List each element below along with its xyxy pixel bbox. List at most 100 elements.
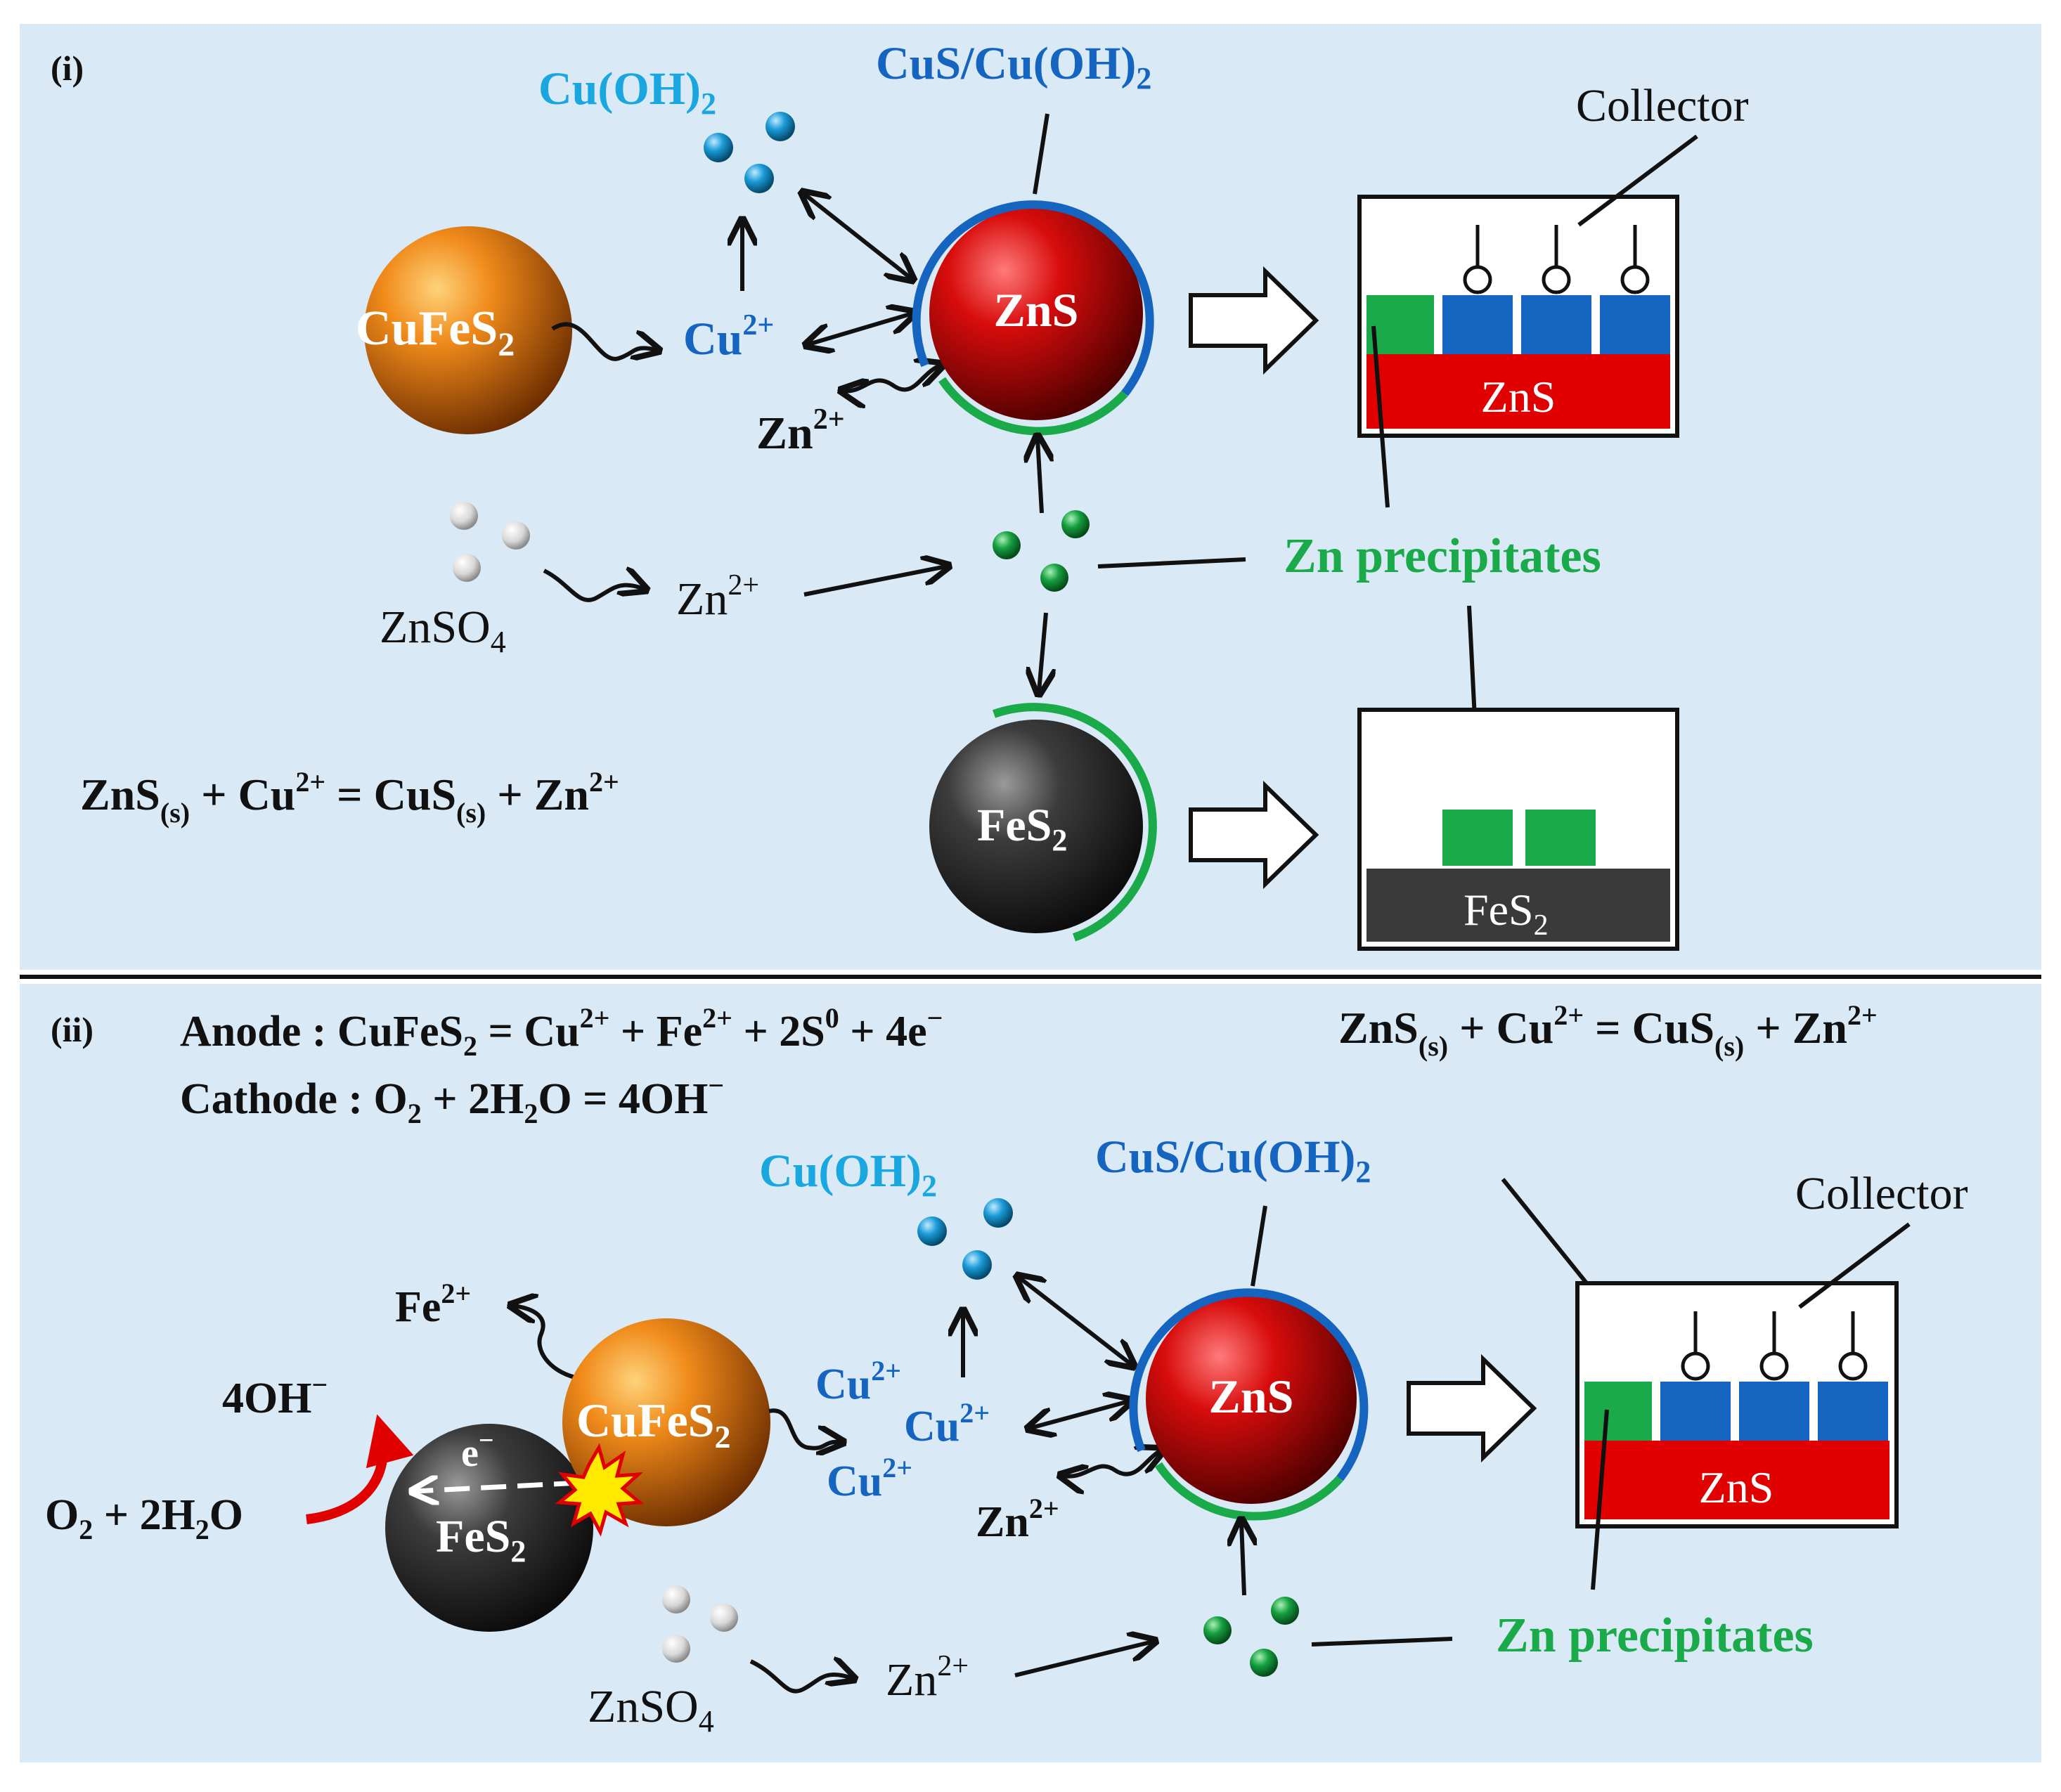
cus-cuoh2-label-ii: CuS/Cu(OH)2 [1095,1131,1371,1189]
precip-leader [1591,1409,1609,1590]
double-arrow [1030,1401,1129,1428]
arrow-up [1038,439,1042,514]
box-label-ii: ZnS [1699,1462,1774,1512]
panel-i-label: (i) [51,48,84,88]
collector-block [1818,1382,1888,1441]
collector-label: Collector [1576,80,1749,131]
znso4-dot [450,502,478,530]
collector-label-ii: Collector [1795,1168,1968,1219]
collector-head [1463,265,1492,294]
zn-precipitate-dot [1250,1649,1278,1677]
znso4-dot [453,554,481,582]
spark-icon [555,1443,645,1537]
cuoh2-dot [704,133,733,162]
zn-precipitate-dot [1061,510,1090,538]
electron-label: e− [461,1426,494,1475]
cuoh2-label-ii: Cu(OH)2 [759,1145,937,1203]
collector-leader [1798,1222,1911,1309]
cus-coating-arc [912,200,1154,396]
zn-precipitate-dot [1271,1597,1299,1625]
cu-ion-label-a: Cu2+ [815,1355,901,1408]
wavy-arrow [768,1408,841,1448]
fe-ion-label: Fe2+ [395,1278,471,1331]
cuoh2-dot [917,1216,947,1246]
fes2-sphere [929,720,1143,933]
double-arrow [804,194,911,278]
zn-precipitate-dot [993,531,1021,559]
cuoh2-label: Cu(OH)2 [538,63,716,121]
zn-precipitate-block [1442,810,1513,866]
cus-coating-arc [1129,1288,1369,1481]
zns-label: ZnS [994,283,1079,337]
collector-block [1600,295,1670,354]
panel-ii-equation: ZnS(s) + Cu2+ = CuS(s) + Zn2+ [1338,999,1878,1062]
collector-block [1660,1382,1731,1441]
zn-precipitate-block [1525,810,1596,866]
collector-head [1620,265,1650,294]
collector-head [1681,1351,1710,1381]
wavy-double-arrow [844,365,941,391]
panel-ii-label: (ii) [51,1010,93,1049]
collector-leader [1577,134,1698,227]
process-arrow [1189,780,1319,890]
zn-ion-label-2-ii: Zn2+ [886,1650,969,1706]
wavy-arrow [513,1306,576,1379]
znso4-dot [662,1585,690,1614]
collector-head [1838,1351,1868,1381]
collector-block [1521,295,1591,354]
electron-transfer-arrow [415,1483,580,1491]
wavy-arrow [543,571,644,602]
cuoh2-dot [962,1250,992,1280]
box2-label: FeS2 [1464,885,1549,942]
arrow-down [1039,612,1046,692]
o2-label: O2 + 2H2O [45,1491,243,1545]
box1-label: ZnS [1481,372,1556,422]
zns-sphere-ii [1146,1293,1357,1504]
zn-precipitates-label-ii: Zn precipitates [1496,1609,1814,1663]
zn-precipitate-block [1584,1382,1652,1441]
process-arrow [1189,266,1319,375]
znso4-label-ii: ZnSO4 [588,1681,714,1739]
zn-ion-label-2: Zn2+ [676,569,759,625]
znso4-dot [710,1604,738,1632]
process-arrow [1407,1353,1537,1463]
zn-precipitate-arc [938,377,1128,436]
znso4-dot [502,521,530,550]
wavy-arrow [749,1661,852,1694]
zn-precipitate-dot [1040,564,1068,592]
zns-label-ii: ZnS [1209,1370,1294,1423]
collector-block [1442,295,1513,354]
zn-precipitate-dot [1203,1616,1232,1644]
zn-precipitate-arc [992,703,1157,942]
double-arrow [808,313,912,344]
cu-ion-label-b: Cu2+ [904,1397,990,1450]
arrow [1014,1642,1153,1677]
cufes2-label-ii: CuFeS2 [576,1394,730,1455]
zn-precipitates-label: Zn precipitates [1284,529,1601,583]
leader-line [1311,1637,1453,1647]
zns-sphere [929,207,1143,420]
collector-block [1739,1382,1809,1441]
fes2-substrate [1367,869,1670,942]
znso4-label: ZnSO4 [380,602,506,659]
zn-ion-label: Zn2+ [756,403,845,459]
cathode-equation: Cathode : O2 + 2H2O = 4OH− [180,1070,724,1129]
cuoh2-dot [744,164,774,193]
cus-leader-line [1033,113,1049,195]
precip-leader [1371,325,1390,508]
wavy-double-arrow [1063,1450,1161,1476]
anode-equation: Anode : CuFeS2 = Cu2+ + Fe2+ + 2S0 + 4e− [180,1002,943,1062]
znso4-dot [662,1635,690,1663]
arrow [803,566,946,597]
oh-label: 4OH− [222,1369,328,1422]
cus-cuoh2-label: CuS/Cu(OH)2 [876,38,1151,96]
cu-ion-label: Cu2+ [683,309,774,365]
arrow-up [1241,1522,1244,1596]
fes2-label: FeS2 [977,800,1067,857]
red-reduction-arrow [306,1414,414,1524]
panel-i-equation: ZnS(s) + Cu2+ = CuS(s) + Zn2+ [80,766,619,829]
cufes2-sphere [364,226,572,434]
cufes2-label: CuFeS2 [356,301,515,363]
collector-head [1542,265,1571,294]
